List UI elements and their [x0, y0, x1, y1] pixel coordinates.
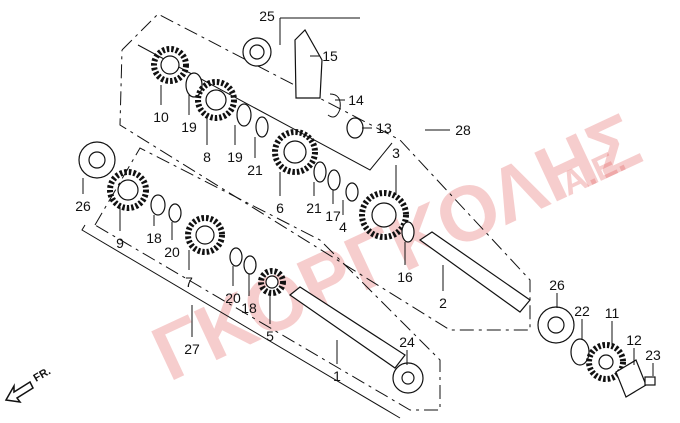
circlip-21 — [255, 116, 269, 138]
label-2: 2 — [439, 295, 447, 311]
drum-stopper-15 — [294, 29, 323, 99]
bearing-26 — [78, 141, 116, 179]
part-labels: 25 15 14 13 28 10 19 8 19 21 6 21 17 4 3… — [75, 8, 661, 384]
washer-19b — [236, 103, 252, 127]
label-6: 6 — [276, 200, 284, 216]
oil-seal-13 — [346, 117, 364, 139]
mainshaft-group-outline — [94, 147, 441, 411]
label-11: 11 — [605, 305, 620, 321]
bushing-18 — [150, 194, 166, 216]
circlip-21b — [313, 161, 327, 183]
label-9: 9 — [116, 235, 124, 251]
label-25: 25 — [259, 8, 275, 24]
label-1: 1 — [333, 368, 341, 384]
circlip-20b — [229, 247, 243, 267]
label-23: 23 — [645, 347, 661, 363]
front-direction-indicator: FR. — [4, 365, 53, 403]
gear-10 — [151, 46, 189, 84]
leader-lines — [82, 55, 654, 376]
bearing-24 — [392, 362, 424, 394]
upper-bracket — [137, 44, 393, 171]
label-16: 16 — [397, 269, 413, 285]
label-28: 28 — [455, 122, 471, 138]
label-3: 3 — [392, 145, 400, 161]
gear-3 — [359, 190, 409, 240]
label-18: 18 — [241, 300, 257, 316]
bushing-4 — [345, 182, 359, 202]
gear-9 — [107, 169, 149, 211]
label-21: 21 — [247, 162, 263, 178]
spring-14 — [327, 93, 341, 118]
label-18: 18 — [146, 230, 162, 246]
gear-6 — [272, 129, 318, 175]
circlip-20 — [168, 203, 182, 223]
washer-16 — [401, 221, 415, 243]
mainshaft-1 — [288, 286, 406, 369]
label-10: 10 — [153, 109, 169, 125]
label-15: 15 — [322, 48, 338, 64]
washer-17 — [327, 169, 341, 191]
label-21: 21 — [306, 200, 322, 216]
seal-22 — [570, 338, 590, 366]
label-26: 26 — [549, 277, 565, 293]
lower-bracket — [81, 224, 401, 419]
label-5: 5 — [266, 328, 274, 344]
gear-5 — [258, 268, 286, 296]
bolt-23 — [644, 376, 656, 386]
label-27: 27 — [184, 341, 200, 357]
label-24: 24 — [399, 334, 415, 350]
label-19: 19 — [227, 149, 243, 165]
bushing-18b — [243, 255, 257, 275]
label-8: 8 — [203, 149, 211, 165]
gear-7 — [185, 215, 225, 255]
label-19: 19 — [181, 119, 197, 135]
label-17: 17 — [325, 208, 341, 224]
bearing-25 — [242, 37, 272, 67]
plate-12 — [615, 359, 647, 398]
fr-label: FR. — [32, 365, 53, 384]
label-26: 26 — [75, 198, 91, 214]
arrow-icon — [4, 380, 34, 403]
label-12: 12 — [626, 332, 642, 348]
label-7: 7 — [185, 274, 193, 290]
label-4: 4 — [339, 219, 347, 235]
sprocket-11 — [586, 342, 626, 382]
label-13: 13 — [376, 120, 392, 136]
label-20: 20 — [164, 244, 180, 260]
bearing-26b — [537, 306, 575, 344]
label-20: 20 — [225, 290, 241, 306]
gear-8 — [195, 79, 237, 121]
label-22: 22 — [574, 303, 590, 319]
countershaft-2 — [418, 231, 531, 313]
label-14: 14 — [348, 92, 364, 108]
